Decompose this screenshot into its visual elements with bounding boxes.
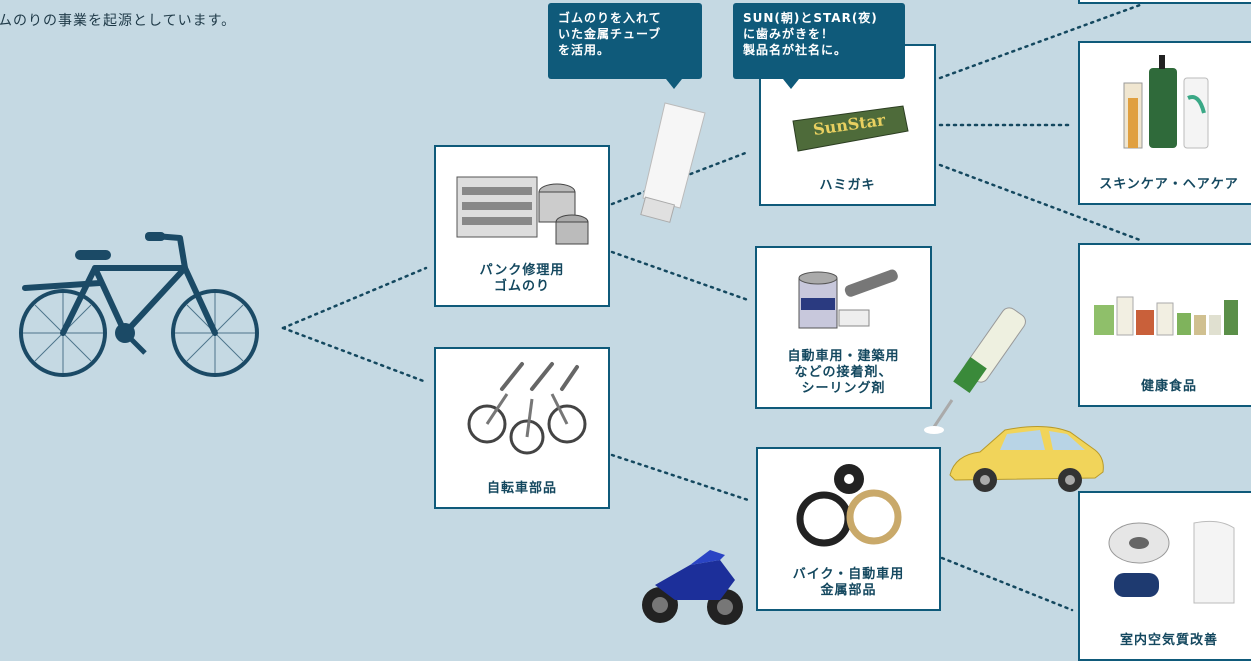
product-label: パンク修理用 ゴムのり (479, 263, 565, 294)
rubber-glue-image (456, 176, 589, 245)
product-label: 自動車用・建築用 などの接着剤、 シーリング剤 (787, 349, 900, 396)
product-label: バイク・自動車用 金属部品 (792, 567, 905, 598)
connector-tooth-health (938, 163, 1142, 242)
sprockets-image (796, 464, 901, 547)
health-food-image (1094, 296, 1238, 336)
name-note-bubble: SUN(朝)とSTAR(夜) に歯みがきを！ 製品名が社名に。 (733, 3, 905, 89)
connector-parts-metal (610, 453, 750, 502)
connector-tooth-top (938, 3, 1142, 80)
motorbike-image (642, 550, 743, 625)
toothpaste-box-image: SunStar (791, 105, 909, 152)
product-label: 健康食品 (1140, 379, 1197, 394)
product-metal-parts: バイク・自動車用 金属部品 (756, 447, 941, 611)
connector-bike-glue (281, 266, 428, 330)
product-bicycle-parts: 自転車部品 (434, 347, 610, 509)
air-purifier-image (1108, 520, 1235, 604)
product-puncture-glue: パンク修理用 ゴムのり (434, 145, 610, 307)
product-health-food: 健康食品 (1078, 243, 1251, 407)
tube-note-bubble: ゴムのりを入れて いた金属チューブ を活用。 (548, 3, 702, 89)
product-label: スキンケア・ヘアケア (1099, 177, 1239, 192)
car-image (949, 425, 1104, 492)
product-adhesives: 自動車用・建築用 などの接着剤、 シーリング剤 (755, 246, 932, 409)
connector-bike-parts (281, 326, 428, 384)
product-label: 自転車部品 (486, 481, 557, 496)
skincare-bottles-image (1123, 55, 1209, 149)
bicycle-parts-image (467, 362, 587, 455)
product-label: 室内空気質改善 (1119, 633, 1218, 648)
intro-text: ムのりの事業を起源としています。 (0, 13, 237, 29)
adhesive-image (798, 269, 898, 329)
product-label: ハミガキ (819, 178, 876, 193)
product-top-cut (1078, 0, 1251, 4)
metal-tube-image (640, 102, 706, 223)
product-air-quality: 室内空気質改善 (1078, 491, 1251, 661)
bicycle-icon (19, 232, 259, 377)
connector-metal-air (940, 556, 1074, 612)
connector-glue-adhesive (610, 250, 750, 302)
product-skin-hair: スキンケア・ヘアケア (1078, 41, 1251, 205)
sealant-tube-image (924, 307, 1026, 434)
